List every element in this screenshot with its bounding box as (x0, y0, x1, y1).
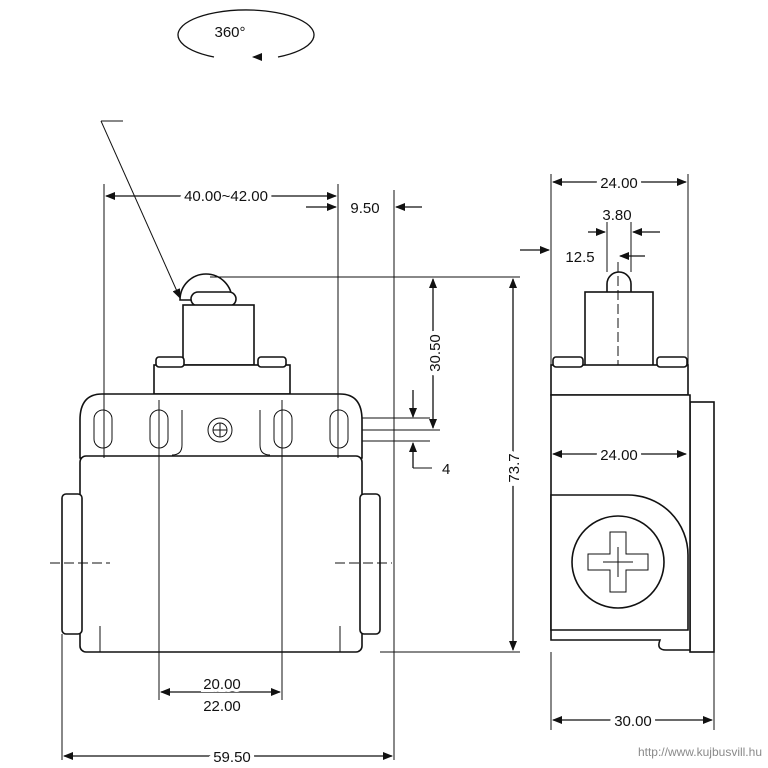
rotation-label: 360° (214, 24, 245, 41)
dim-offset: 9.50 (350, 200, 379, 217)
dim-height-upper: 30.50 (427, 334, 444, 372)
plunger-side (584, 291, 654, 371)
flange-step-left (171, 410, 183, 456)
front-view: 40.00~42.00 9.50 30.50 73.7 4 20.00 22.0… (50, 184, 527, 768)
roller-pin (190, 291, 237, 307)
mounting-slot-1 (93, 409, 113, 449)
side-view: 24.00 3.80 12.5 24.00 30.00 (520, 171, 715, 734)
mounting-slot-3 (273, 409, 293, 449)
head-base-side (550, 364, 689, 396)
dim-inner-a: 20.00 (203, 676, 241, 693)
rotation-indicator: 360° (177, 9, 315, 61)
dim-roller-offset: 12.5 (565, 249, 594, 266)
rotation-arrow (177, 9, 315, 58)
mounting-slot-4 (329, 409, 349, 449)
dim-total-width: 59.50 (213, 749, 251, 766)
watermark: http://www.kujbusvill.hu (638, 745, 762, 759)
dim-inner-b: 22.00 (203, 698, 241, 715)
dim-height-total: 73.7 (506, 453, 523, 482)
center-screw (207, 417, 233, 443)
flange-step-right (259, 410, 271, 456)
cross-slot-icon (587, 531, 649, 593)
mounting-flange (79, 393, 363, 459)
dim-depth: 30.00 (614, 713, 652, 730)
side-plate (689, 401, 715, 653)
dim-roller-width: 3.80 (602, 207, 631, 224)
switch-housing (79, 455, 363, 653)
cable-entry-right (359, 493, 381, 635)
dim-slot-pitch: 4 (442, 461, 450, 478)
cable-entry-left (61, 493, 83, 635)
screw-left (155, 356, 185, 368)
dim-body-width: 24.00 (600, 447, 638, 464)
screw-right (257, 356, 287, 368)
leader-arrow (100, 120, 181, 299)
plunger-body (182, 304, 255, 366)
head-base (153, 364, 291, 395)
dim-top-width: 24.00 (600, 175, 638, 192)
dim-width-range: 40.00~42.00 (184, 188, 268, 205)
